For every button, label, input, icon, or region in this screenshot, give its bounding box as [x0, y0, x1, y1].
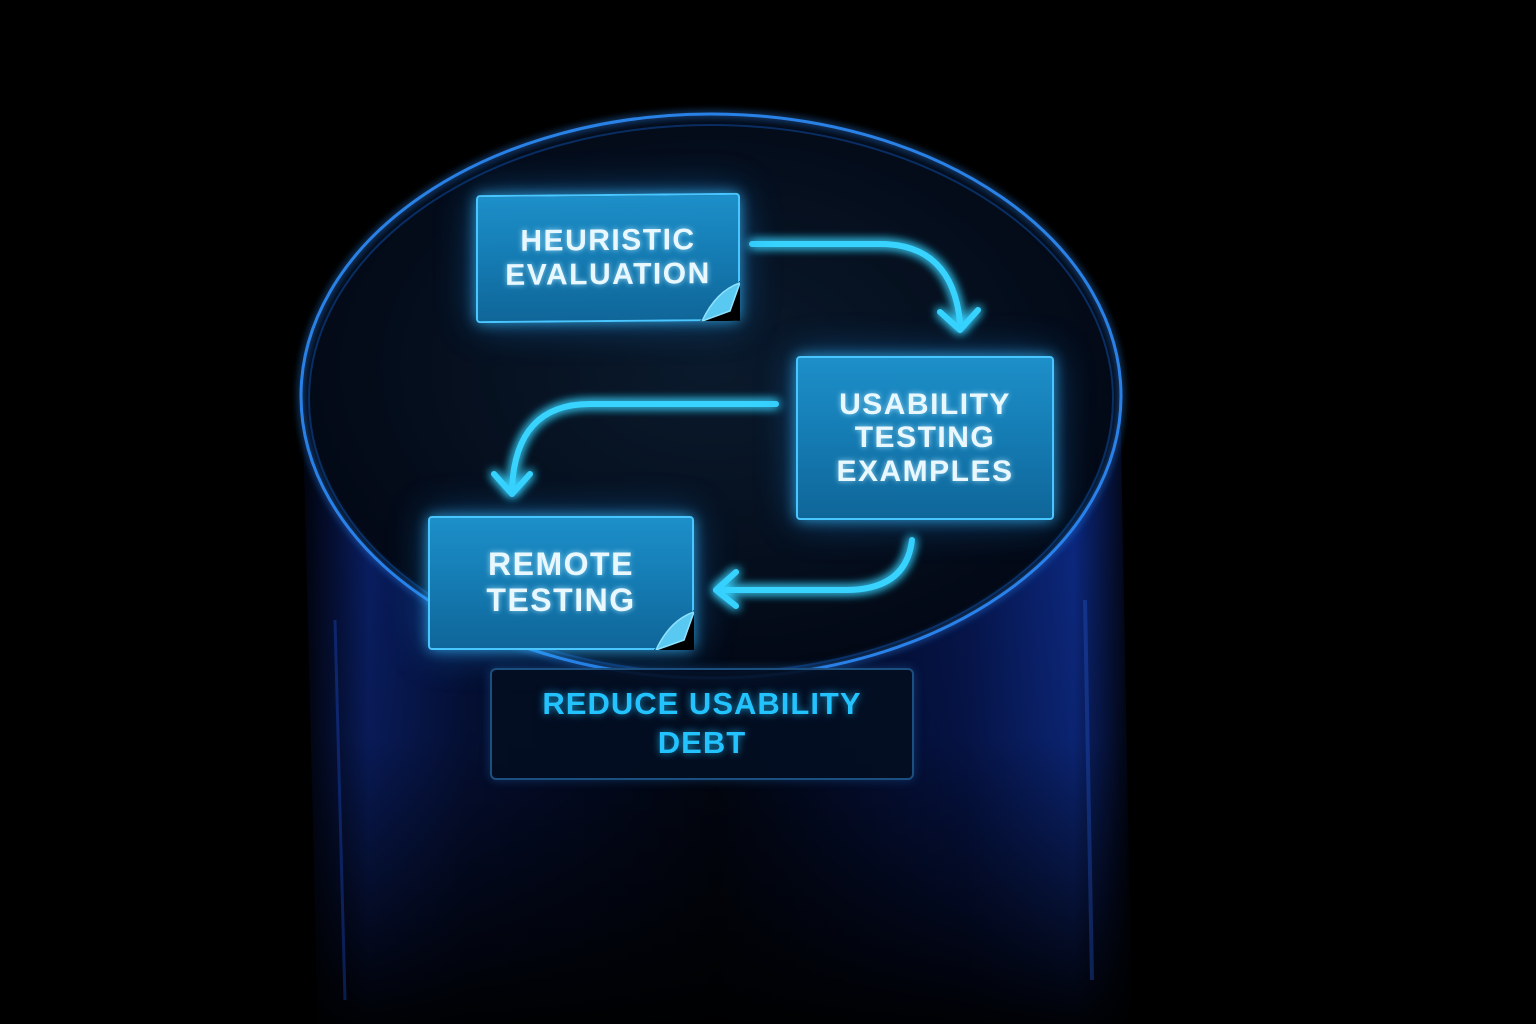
goal-label: REDUCE USABILITY DEBT [542, 686, 862, 760]
step-label: USABILITY TESTING EXAMPLES [836, 387, 1014, 488]
step-label: REMOTE TESTING [486, 546, 636, 618]
step-usability-testing-examples: USABILITY TESTING EXAMPLES [796, 356, 1054, 520]
page-curl-icon [654, 610, 694, 650]
step-heuristic-evaluation: HEURISTIC EVALUATION [476, 192, 740, 324]
step-label: HEURISTIC EVALUATION [505, 223, 711, 292]
page-curl-icon [700, 280, 740, 322]
goal-box: REDUCE USABILITY DEBT [490, 668, 914, 780]
step-remote-testing: REMOTE TESTING [428, 516, 694, 650]
